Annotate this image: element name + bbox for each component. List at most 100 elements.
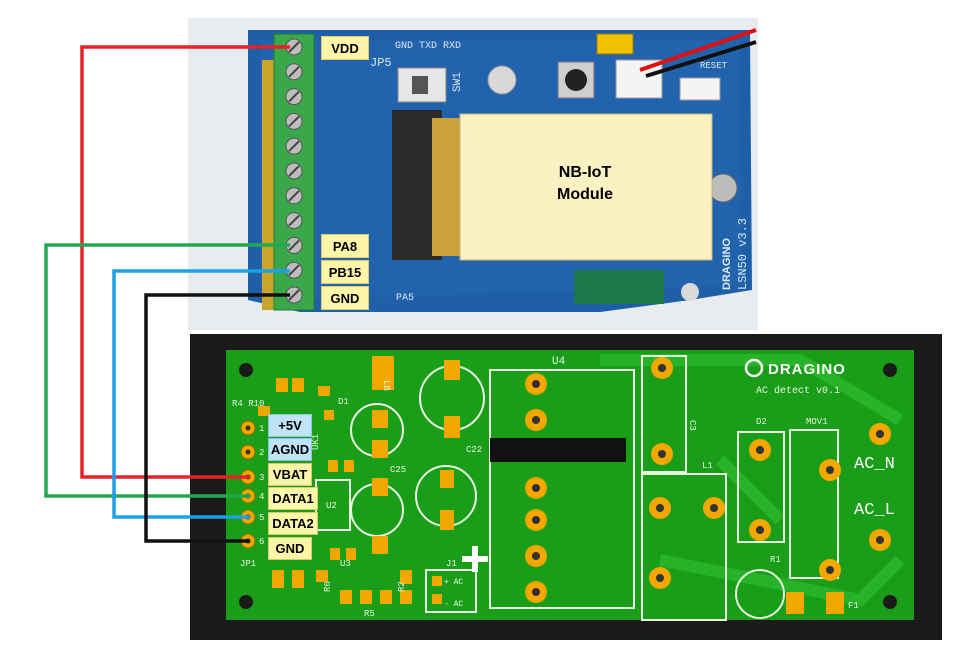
pin-label-gnd-top: GND bbox=[321, 286, 369, 310]
silk-u4: U4 bbox=[552, 356, 566, 368]
silk-j1: J1 bbox=[446, 559, 457, 569]
silk-ac-plus: + AC bbox=[444, 578, 463, 587]
j1-outline bbox=[425, 569, 477, 613]
silk-r2: R2 bbox=[397, 581, 407, 592]
pin-label-gnd-bottom: GND bbox=[268, 537, 312, 560]
pin-label-pa8: PA8 bbox=[321, 234, 369, 258]
pad-hole bbox=[532, 484, 540, 492]
wire-gnd bbox=[144, 293, 290, 543]
screw-slot bbox=[288, 289, 300, 301]
silk-ac-minus: - AC bbox=[444, 600, 463, 609]
bottom-board: DRAGINO AC detect v0.1 AC_N AC_L U4 L1 D… bbox=[190, 334, 942, 640]
silk-f1: F1 bbox=[848, 601, 859, 611]
wire-pb15 bbox=[112, 269, 290, 519]
screw-slot bbox=[288, 41, 300, 53]
screw-slot bbox=[288, 214, 300, 227]
silk-mov1: MOV1 bbox=[806, 417, 828, 427]
screw-slot bbox=[288, 190, 300, 202]
silk-c25: C25 bbox=[390, 465, 406, 475]
pin-label-vdd: VDD bbox=[321, 36, 369, 60]
wire-pa8 bbox=[44, 243, 290, 498]
pin-label-vbat: VBAT bbox=[268, 463, 312, 486]
module-label-line1: NB-IoT bbox=[558, 164, 612, 181]
c3-outline bbox=[641, 355, 687, 473]
pad-hole bbox=[532, 416, 540, 424]
silk-r1: R1 bbox=[770, 555, 781, 565]
silk-d1: D1 bbox=[338, 397, 349, 407]
silk-c3: C3 bbox=[687, 420, 697, 431]
pin-number: 2 bbox=[259, 448, 264, 458]
screw-slot bbox=[288, 66, 300, 78]
header-pins bbox=[262, 60, 274, 310]
ac-l-label: AC_L bbox=[854, 501, 895, 520]
silk-board-name: LSN50 v3.3 bbox=[736, 218, 750, 290]
jumper bbox=[596, 33, 634, 55]
jp1-header bbox=[240, 420, 256, 549]
screw-slot bbox=[288, 90, 300, 103]
pad-hole bbox=[658, 450, 666, 458]
battery-wire-black bbox=[645, 40, 757, 78]
silk-r4-r10: R4 R10 bbox=[232, 399, 264, 409]
pin-label-data2: DATA2 bbox=[268, 512, 318, 535]
silk-r6: R6 bbox=[323, 581, 333, 592]
silk-pa5: PA5 bbox=[396, 293, 414, 304]
nb-iot-module-label: NB-IoT Module bbox=[500, 160, 670, 208]
r1-outline bbox=[735, 569, 785, 619]
top-board: GND TXD RXD JP5 SW1 RESET PA5 LSN50 v3.3… bbox=[188, 18, 758, 330]
silk-d2: D2 bbox=[756, 417, 767, 427]
u4-outline bbox=[489, 369, 635, 609]
silk-dragino-top: DRAGINO bbox=[721, 238, 733, 290]
screw-slot bbox=[288, 140, 300, 152]
pin-label-pb15: PB15 bbox=[321, 260, 369, 284]
mount-hole bbox=[239, 363, 253, 377]
pin-number: 3 bbox=[259, 473, 264, 483]
pin-label-agnd: AGND bbox=[268, 438, 312, 461]
pin-label-data1: DATA1 bbox=[268, 487, 318, 510]
pad-hole bbox=[826, 566, 834, 574]
screw-slot bbox=[288, 165, 300, 177]
pad-hole bbox=[656, 574, 664, 582]
gold-pads bbox=[258, 356, 844, 614]
pin-label-5v: +5V bbox=[268, 414, 312, 437]
led bbox=[487, 65, 517, 95]
pad-hole bbox=[532, 588, 540, 596]
battery-wire-red bbox=[639, 28, 757, 72]
pin-number: 5 bbox=[259, 513, 264, 523]
wire-vdd bbox=[80, 45, 290, 479]
header-pin-hole bbox=[245, 425, 251, 431]
silk-lb: LB bbox=[381, 380, 391, 391]
silk-c22: C22 bbox=[466, 445, 482, 455]
pad-hole bbox=[826, 466, 834, 474]
screw-slot bbox=[288, 264, 300, 276]
silk-u3: U3 bbox=[340, 559, 351, 569]
silk-u2: U2 bbox=[326, 501, 337, 511]
terminal-block bbox=[273, 33, 315, 311]
d2-outline bbox=[737, 431, 785, 543]
u4-body bbox=[490, 438, 626, 462]
pad-hole bbox=[710, 504, 718, 512]
silk-l1: L1 bbox=[702, 461, 713, 471]
mounting-screw bbox=[708, 173, 738, 203]
pad-hole bbox=[532, 516, 540, 524]
l1-outline bbox=[641, 473, 727, 621]
silk-gnd-txd-rxd: GND TXD RXD bbox=[395, 41, 461, 52]
pad-hole bbox=[756, 446, 764, 454]
wires bbox=[44, 45, 290, 543]
mount-hole bbox=[239, 595, 253, 609]
pin-number: 1 bbox=[259, 424, 264, 434]
pad-hole bbox=[876, 430, 884, 438]
pad-hole bbox=[876, 536, 884, 544]
mount-hole bbox=[883, 595, 897, 609]
pad-hole bbox=[756, 526, 764, 534]
silk-r5: R5 bbox=[364, 609, 375, 619]
header-pin-hole bbox=[245, 449, 251, 455]
mov1-outline bbox=[789, 429, 839, 579]
board-subtitle: AC detect v0.1 bbox=[756, 385, 840, 397]
ac-n-label: AC_N bbox=[854, 455, 895, 474]
nb-iot-module bbox=[459, 113, 713, 261]
connector-2 bbox=[679, 77, 721, 101]
screw-slot bbox=[288, 115, 300, 128]
